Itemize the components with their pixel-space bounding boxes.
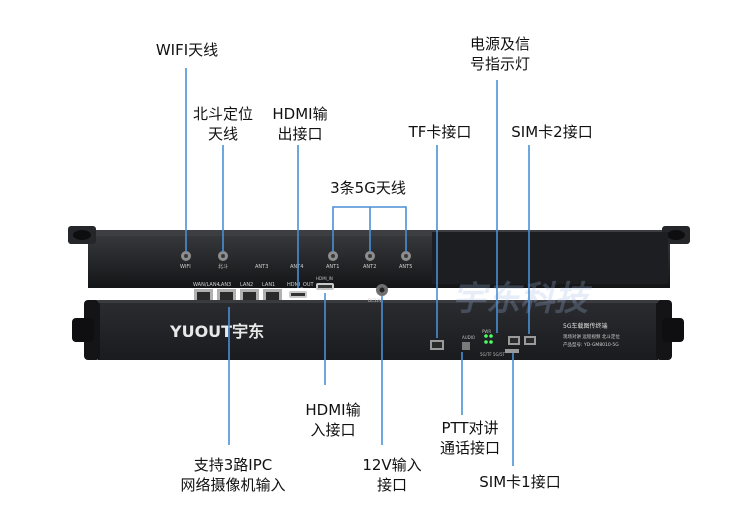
front-panel — [72, 300, 684, 360]
ptt-audio-port — [462, 342, 470, 350]
callout-lines — [185, 68, 530, 466]
silk-dc12v: DC12V — [368, 298, 382, 303]
silk-lan3: LAN3 — [218, 282, 231, 288]
silk-ant3: ANT3 — [255, 264, 268, 270]
label-wifi-antenna: WIFI天线 — [155, 41, 219, 59]
silk-audio: AUDIO — [462, 335, 475, 340]
label-hdmi-in: HDMI输 入接口 — [305, 401, 361, 439]
rear-panel — [68, 226, 690, 288]
label-sim2-port: SIM卡2接口 — [511, 123, 593, 141]
label-12v-input: 12V输入 接口 — [362, 456, 422, 494]
silk-hdmi-in: HDMI_IN — [316, 276, 333, 281]
label-5g-antenna: 3条5G天线 — [330, 179, 406, 197]
product-model: 产品型号: YD-GM8010-5G — [563, 341, 619, 348]
silk-ant4: ANT4 — [290, 264, 303, 270]
antenna-connectors — [181, 251, 411, 261]
sim1-tray — [505, 349, 519, 353]
rear-ports — [194, 283, 388, 302]
brand-logo: YUOUT宇东 — [169, 322, 264, 341]
led-5g-2 — [484, 340, 488, 344]
silk-wan: WAN/LAN4 — [193, 282, 220, 288]
silk-hdmi-out: HDMI_OUT — [287, 282, 314, 288]
led-5g-3 — [489, 340, 493, 344]
product-subtitle: 现场对讲 远程视频 北斗定位 — [563, 333, 620, 340]
led-5g-1 — [489, 334, 493, 338]
silk-ant5: ANT5 — [399, 264, 412, 270]
rear-silk-labels: WIFI 北斗 ANT3 ANT4 ANT1 ANT2 ANT5 WAN/LAN… — [180, 263, 412, 288]
silk-lan1: LAN1 — [262, 282, 275, 288]
label-tf-port: TF卡接口 — [408, 123, 472, 141]
silk-ant1: ANT1 — [326, 264, 339, 270]
silk-led-pwr: PWR — [482, 329, 491, 334]
label-power-indicator: 电源及信 号指示灯 — [469, 35, 530, 73]
silk-ant2: ANT2 — [363, 264, 376, 270]
label-beidou-antenna: 北斗定位 天线 — [192, 105, 253, 143]
front-ports — [430, 334, 536, 353]
silk-led-bottom: 5G/TF 5G/5T — [480, 352, 506, 357]
label-ptt-port: PTT对讲 通话接口 — [439, 419, 500, 457]
label-ipc-input: 支持3路IPC 网络摄像机输入 — [180, 456, 286, 494]
silk-wifi: WIFI — [180, 264, 191, 270]
product-name: 5G车载图传终端 — [563, 322, 607, 330]
watermark-text: 宇东科技 — [452, 279, 593, 319]
silk-bd: 北斗 — [218, 263, 228, 270]
label-hdmi-out: HDMI输 出接口 — [272, 105, 328, 143]
led-pwr — [484, 334, 488, 338]
front-silk: YUOUT宇东 5G车载图传终端 现场对讲 远程视频 北斗定位 产品型号: YD… — [169, 276, 620, 357]
label-sim1-port: SIM卡1接口 — [479, 473, 561, 491]
silk-lan2: LAN2 — [240, 282, 253, 288]
watermark: 宇东科技 — [452, 279, 593, 319]
